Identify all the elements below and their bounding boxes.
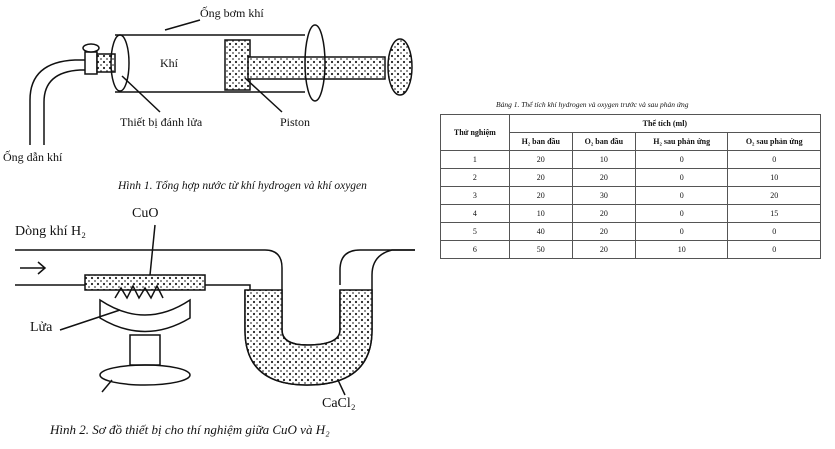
- column-header: H₂ sau phản ứng: [634, 132, 729, 151]
- column-header: H₂ ban đầu: [508, 132, 573, 151]
- label-igniter: Thiết bị đánh lửa: [120, 115, 203, 129]
- label-h2: Dòng khí H₂: [15, 224, 86, 239]
- column-header: O₂ sau phản ứng: [727, 132, 821, 151]
- table-cell: 0: [634, 222, 729, 241]
- table-cell: 5: [440, 222, 510, 241]
- table-cell: 3: [440, 186, 510, 205]
- table-cell: 20: [571, 222, 636, 241]
- group-header: Thể tích (ml): [508, 114, 822, 133]
- table-cell: 20: [508, 150, 573, 169]
- syringe-diagram: [29, 19, 413, 145]
- table-cell: 20: [571, 204, 636, 223]
- row-header: Thử nghiệm: [440, 114, 510, 151]
- table-cell: 1: [440, 150, 510, 169]
- table-cell: 0: [634, 168, 729, 187]
- table-cell: 10: [571, 150, 636, 169]
- table-cell: 10: [508, 204, 573, 223]
- table-cell: 0: [727, 240, 821, 259]
- label-pump: Ống bơm khí: [200, 6, 264, 20]
- figure2-caption: Hình 2. Sơ đồ thiết bị cho thí nghiệm gi…: [50, 422, 330, 437]
- table-cell: 20: [571, 240, 636, 259]
- table-cell: 20: [727, 186, 821, 205]
- table-cell: 10: [634, 240, 729, 259]
- label-gas: Khí: [160, 56, 178, 70]
- table-cell: 0: [727, 222, 821, 241]
- table-cell: 40: [508, 222, 573, 241]
- column-header: O₂ ban đầu: [571, 132, 636, 151]
- label-tube: Ống dẫn khí: [3, 150, 63, 164]
- table-cell: 0: [634, 204, 729, 223]
- table-caption: Bảng 1. Thể tích khí hydrogen và oxygen …: [496, 100, 689, 109]
- table-cell: 2: [440, 168, 510, 187]
- table-cell: 30: [571, 186, 636, 205]
- figure1-caption: Hình 1. Tổng hợp nước từ khí hydrogen và…: [118, 180, 367, 192]
- table-cell: 20: [571, 168, 636, 187]
- table-cell: 0: [727, 150, 821, 169]
- table-cell: 0: [634, 150, 729, 169]
- cuo-apparatus: [15, 224, 415, 396]
- label-cacl2: CaCl₂: [322, 396, 356, 411]
- table-cell: 15: [727, 204, 821, 223]
- table-cell: 4: [440, 204, 510, 223]
- table-cell: 0: [634, 186, 729, 205]
- table-cell: 6: [440, 240, 510, 259]
- label-piston: Piston: [280, 115, 311, 129]
- label-cuo: CuO: [132, 206, 159, 221]
- table-cell: 20: [508, 168, 573, 187]
- label-fire: Lửa: [30, 320, 53, 335]
- table-cell: 10: [727, 168, 821, 187]
- table-cell: 20: [508, 186, 573, 205]
- table-cell: 50: [508, 240, 573, 259]
